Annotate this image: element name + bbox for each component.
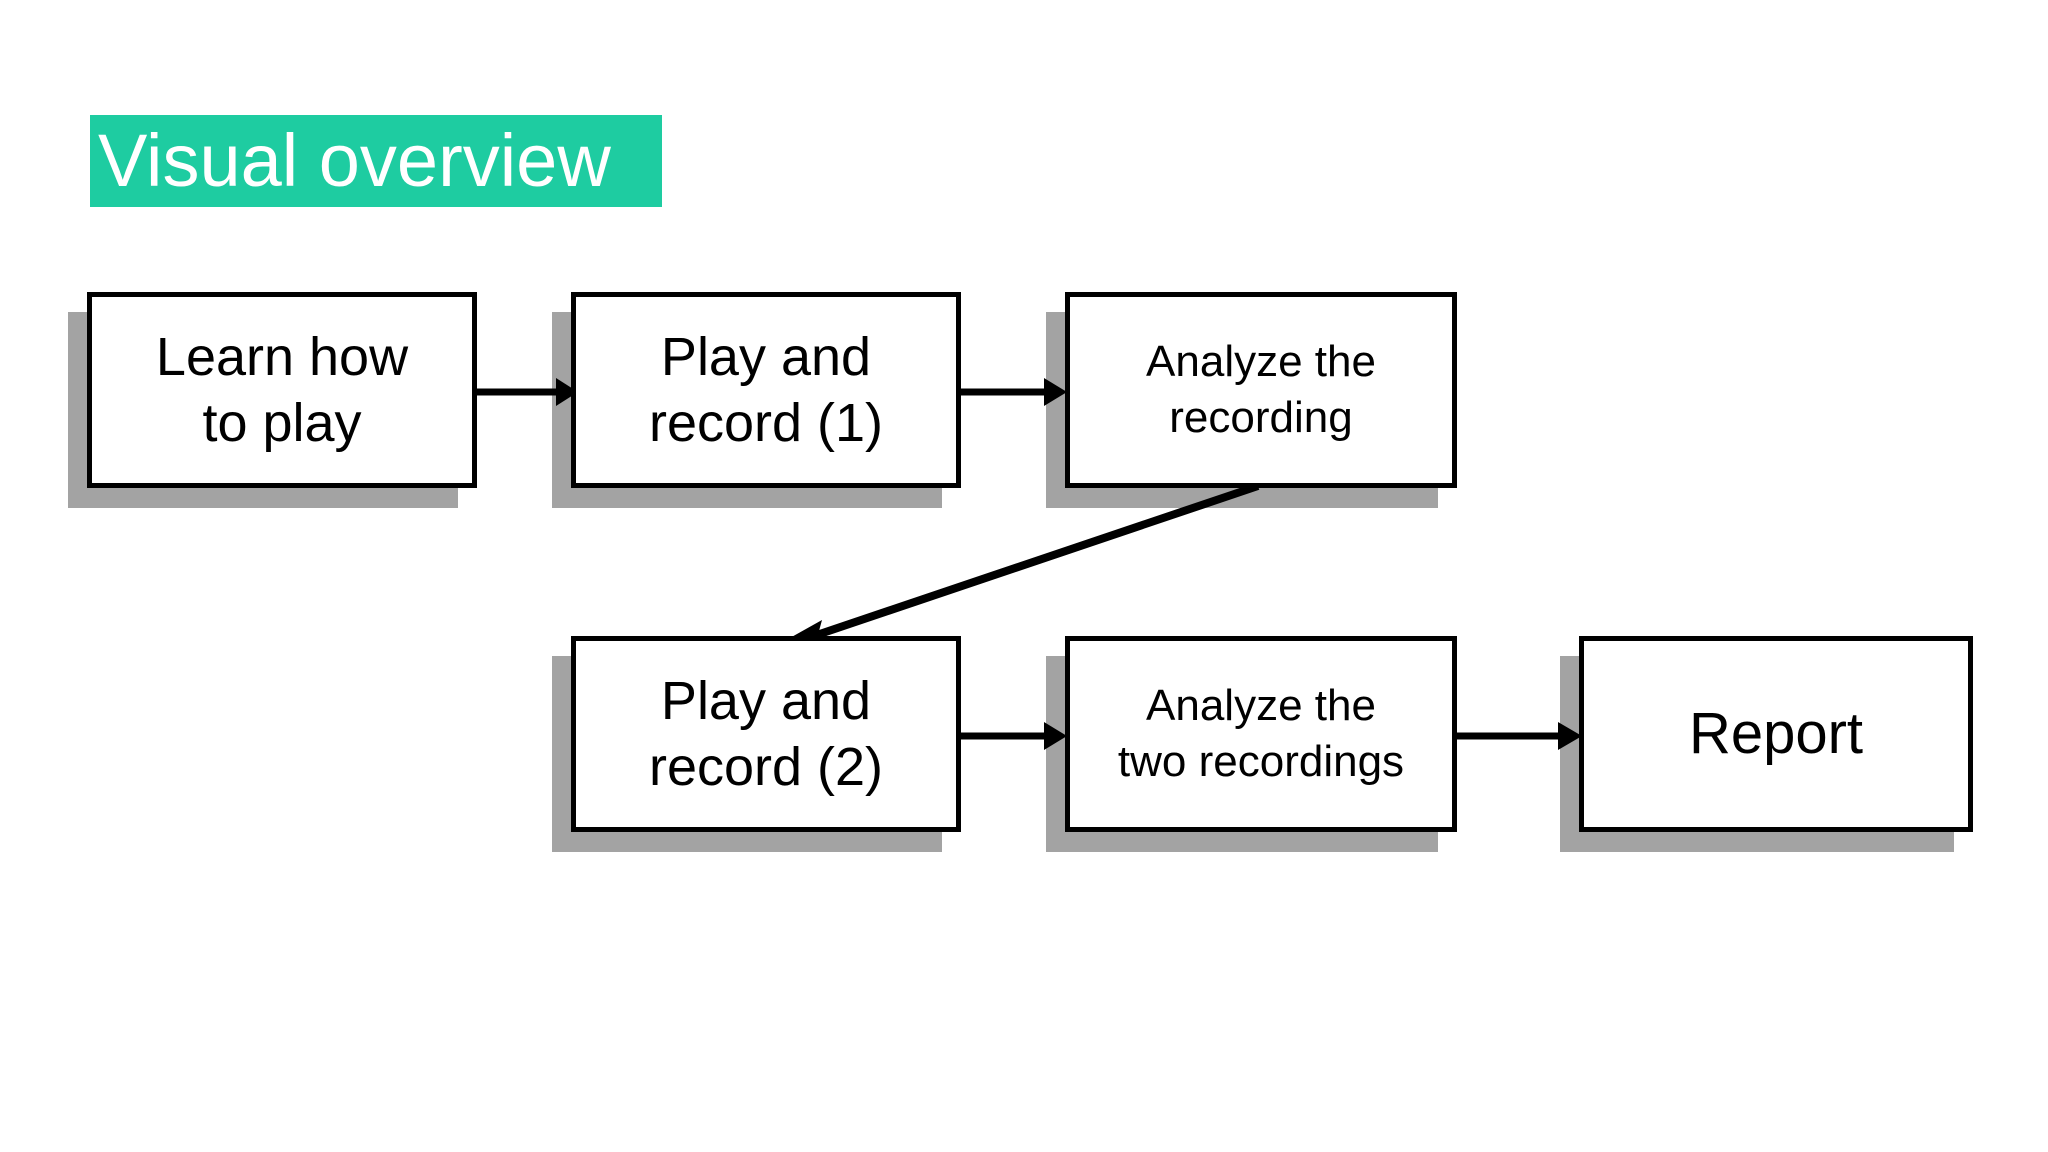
page-title: Visual overview [90, 115, 662, 207]
flow-node-label: Analyze the recording [1146, 337, 1376, 442]
edge-learn-to-play1 [470, 370, 580, 414]
flow-node-analyze-the-recording[interactable]: Analyze the recording [1065, 292, 1457, 488]
flow-node-label: Analyze the two recordings [1117, 681, 1405, 786]
flow-node-learn-how-to-play[interactable]: Learn how to play [87, 292, 477, 488]
flow-node-label: Play and record (1) [648, 327, 884, 453]
flow-node-analyze-the-two-recordings[interactable]: Analyze the two recordings [1065, 636, 1457, 832]
flow-node-report[interactable]: Report [1579, 636, 1973, 832]
edge-analyze1-to-play2 [740, 470, 1280, 660]
flow-node-label: Learn how to play [155, 327, 409, 453]
flow-node-play-and-record-2[interactable]: Play and record (2) [571, 636, 961, 832]
flow-node-play-and-record-1[interactable]: Play and record (1) [571, 292, 961, 488]
edge-play2-to-analyze2 [954, 714, 1069, 758]
flow-node-label: Play and record (2) [648, 671, 884, 797]
flow-node-label: Report [1688, 701, 1864, 766]
edge-analyze2-to-report [1450, 714, 1585, 758]
page-title-text: Visual overview [98, 119, 611, 202]
edge-play1-to-analyze1 [954, 370, 1069, 414]
